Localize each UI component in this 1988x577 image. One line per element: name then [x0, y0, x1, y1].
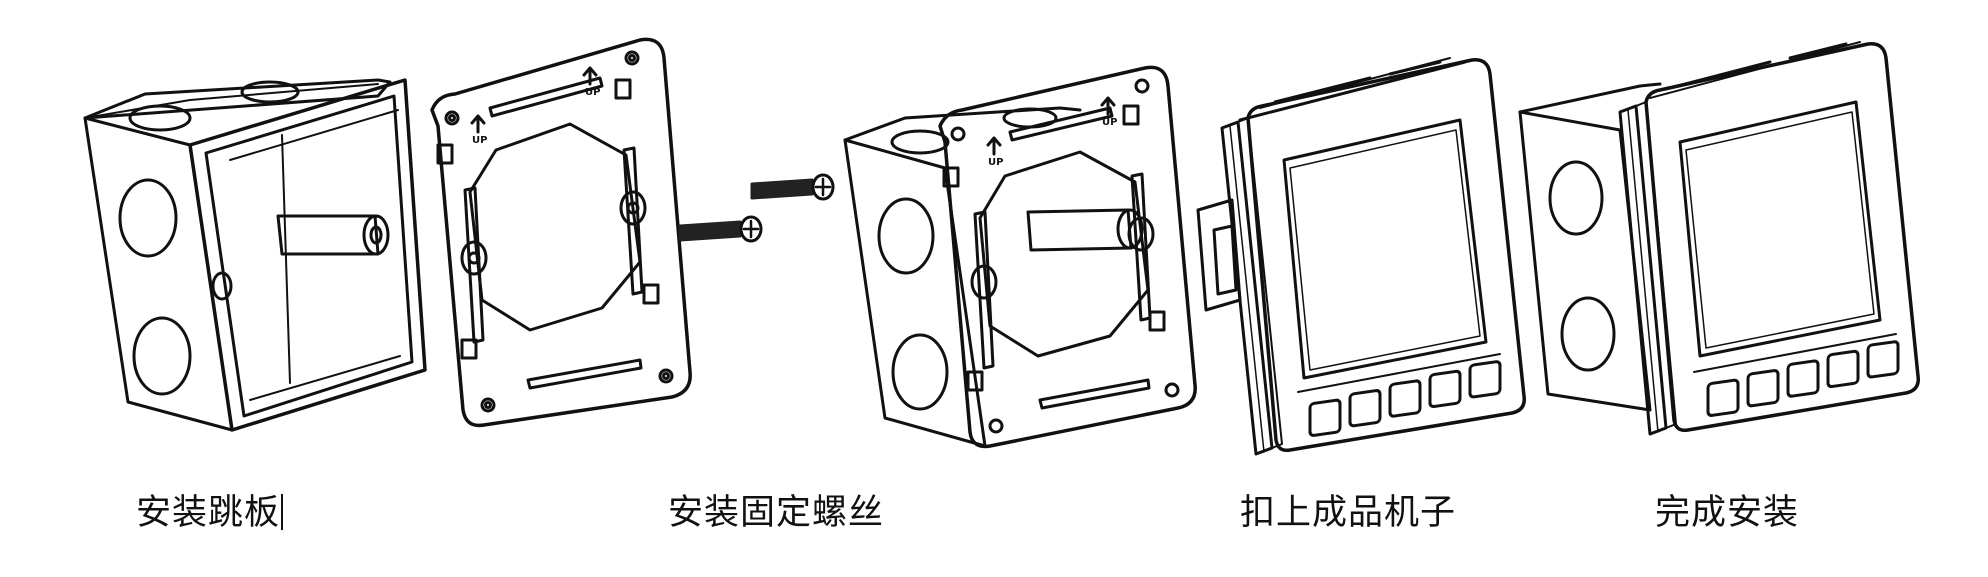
step-1-caption: 安装跳板 — [136, 484, 284, 535]
up-marking: UP — [988, 157, 1003, 168]
device-buttons — [1308, 360, 1502, 437]
screw-1 — [750, 173, 835, 201]
up-marking: UP — [585, 87, 600, 98]
junction-box-1 — [83, 78, 427, 432]
step-3-caption: 扣上成品机子 — [1240, 493, 1457, 533]
thermostat-device — [1196, 57, 1526, 456]
completed-installation — [1518, 41, 1920, 436]
device-buttons — [1706, 340, 1900, 417]
step-4-caption: 完成安装 — [1655, 493, 1800, 533]
step-2-caption: 安装固定螺丝 — [668, 493, 885, 533]
text-cursor — [281, 494, 284, 530]
box-with-plate — [843, 65, 1197, 449]
mounting-plate-1 — [430, 37, 692, 428]
up-marking: UP — [472, 135, 487, 146]
screw-2 — [678, 215, 763, 243]
up-marking: UP — [1102, 117, 1117, 128]
